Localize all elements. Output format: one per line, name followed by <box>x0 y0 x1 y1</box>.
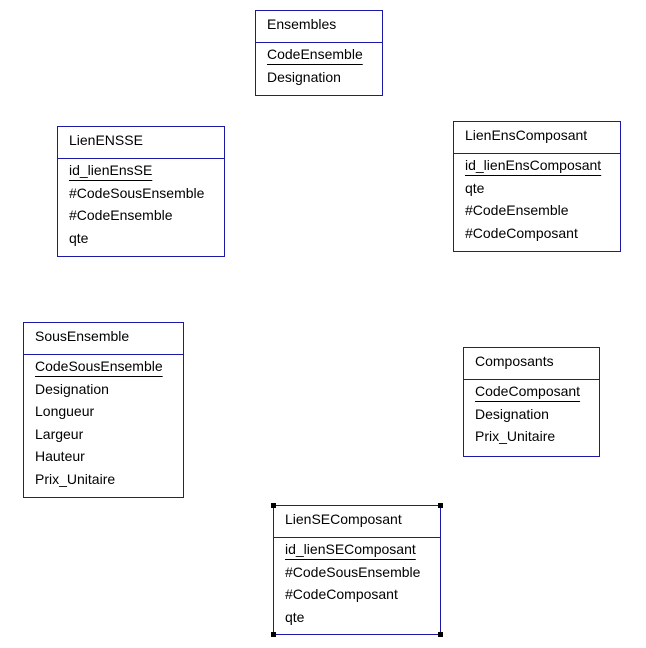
entity-title: LienSEComposant <box>274 506 440 538</box>
primary-key-field: CodeEnsemble <box>267 46 363 62</box>
selection-handle-top-left[interactable] <box>271 503 276 508</box>
field: Prix_Unitaire <box>35 470 116 487</box>
primary-key-field: CodeComposant <box>475 383 581 399</box>
entity-lienensse[interactable]: LienENSSE id_lienEnsSE #CodeSousEnsemble… <box>57 126 225 257</box>
field: Prix_Unitaire <box>475 428 556 444</box>
field: qte <box>285 608 305 625</box>
entity-ensembles[interactable]: Ensembles CodeEnsemble Designation <box>255 10 383 96</box>
selection-handle-top-right[interactable] <box>438 503 443 508</box>
selection-handle-bottom-left[interactable] <box>271 632 276 637</box>
entity-title: LienEnsComposant <box>454 122 620 154</box>
field: #CodeComposant <box>465 224 578 241</box>
field: #CodeSousEnsemble <box>285 563 421 580</box>
entity-title: LienENSSE <box>58 127 224 159</box>
entity-composants[interactable]: Composants CodeComposant Designation Pri… <box>463 347 600 457</box>
field: #CodeComposant <box>285 586 398 602</box>
field: Designation <box>267 68 341 85</box>
field: qte <box>69 229 89 246</box>
entity-title: SousEnsemble <box>24 323 183 355</box>
field: qte <box>465 179 485 196</box>
field: Longueur <box>35 403 95 419</box>
field: Designation <box>475 405 549 422</box>
entity-title: Ensembles <box>256 11 382 43</box>
entity-lienenscomposant[interactable]: LienEnsComposant id_lienEnsComposant qte… <box>453 121 621 252</box>
entity-sousensemble[interactable]: SousEnsemble CodeSousEnsemble Designatio… <box>23 322 184 498</box>
field: Largeur <box>35 425 84 442</box>
entity-title: Composants <box>464 348 599 380</box>
selection-handle-bottom-right[interactable] <box>438 632 443 637</box>
field: Designation <box>35 380 109 397</box>
field: #CodeSousEnsemble <box>69 184 205 201</box>
primary-key-field: id_lienEnsSE <box>69 162 153 178</box>
field: #CodeEnsemble <box>69 207 173 223</box>
field: #CodeEnsemble <box>465 202 569 218</box>
entity-liensecomposant[interactable]: LienSEComposant id_lienSEComposant #Code… <box>273 505 441 635</box>
primary-key-field: CodeSousEnsemble <box>35 358 163 374</box>
primary-key-field: id_lienSEComposant <box>285 541 416 557</box>
primary-key-field: id_lienEnsComposant <box>465 157 602 173</box>
field: Hauteur <box>35 448 85 464</box>
